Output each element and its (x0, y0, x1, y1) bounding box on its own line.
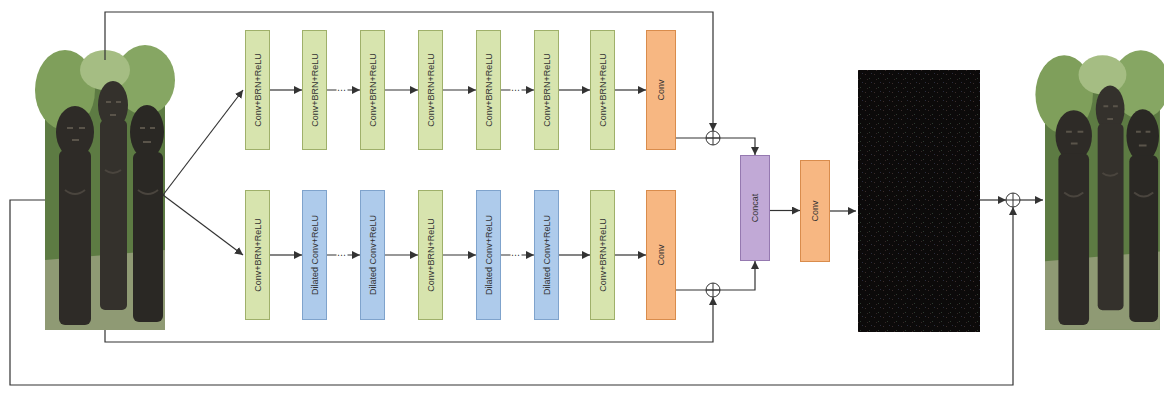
dilated-conv-block: Dilated Conv+ReLU (476, 190, 501, 320)
block-label: Conv+BRN+ReLU (425, 53, 436, 127)
output-arrow (1020, 199, 1043, 200)
arrow-connector (676, 138, 755, 155)
block-label: Dilated Conv+ReLU (367, 215, 378, 295)
conv-layer: Conv (800, 160, 830, 262)
dilated-conv-block: Dilated Conv+ReLU (360, 190, 385, 320)
edge-label: ⋯ (336, 250, 347, 260)
block-label: Conv+BRN+ReLU (597, 53, 608, 127)
arrow-connector (770, 210, 800, 211)
output-arrow (830, 210, 856, 211)
arrow-connector (559, 254, 590, 255)
arrow-connector (270, 89, 302, 90)
conv-bn-relu-block: Conv+BRN+ReLU (590, 30, 615, 150)
sum-symbol (1006, 193, 1020, 207)
edge-label: ⋯ (510, 250, 521, 260)
arrow-connector (443, 89, 476, 90)
sum-symbol (1006, 193, 1020, 207)
block-label: Conv (656, 244, 667, 265)
block-label: Conv+BRN+ReLU (541, 53, 552, 127)
skip-lines (10, 12, 1043, 385)
skip-line (105, 12, 713, 131)
block-label: Conv+BRN+ReLU (252, 53, 263, 127)
conv-bn-relu-block: Conv+BRN+ReLU (360, 30, 385, 150)
arrow-connector (385, 254, 418, 255)
block-label: Conv+BRN+ReLU (309, 53, 320, 127)
sum-symbols (706, 131, 1020, 297)
conv-layer: Conv (646, 30, 676, 150)
conv-bn-relu-block: Conv+BRN+ReLU (590, 190, 615, 320)
edge-label: ⋯ (336, 85, 347, 95)
edge-label: ⋯ (510, 85, 521, 95)
conv-layer: Conv (646, 190, 676, 320)
concat-block: Concat (740, 155, 770, 261)
arrow-connector (270, 254, 302, 255)
arrow-connector (615, 89, 646, 90)
block-label: Conv+BRN+ReLU (425, 218, 436, 292)
input-image (35, 45, 175, 330)
conv-bn-relu-block: Conv+BRN+ReLU (418, 190, 443, 320)
conv-bn-relu-block: Conv+BRN+ReLU (245, 190, 270, 320)
block-label: Dilated Conv+ReLU (541, 215, 552, 295)
input-arrow (163, 90, 243, 195)
residual-noise-image (858, 70, 980, 332)
block-label: Dilated Conv+ReLU (309, 215, 320, 295)
conv-bn-relu-block: Conv+BRN+ReLU (476, 30, 501, 150)
input-arrow (163, 195, 243, 255)
dilated-conv-block: Dilated Conv+ReLU (302, 190, 327, 320)
conv-bn-relu-block: Conv+BRN+ReLU (418, 30, 443, 150)
global-skip-line (10, 200, 1013, 385)
output-arrow (980, 199, 1006, 200)
dilated-conv-block: Dilated Conv+ReLU (534, 190, 559, 320)
block-label: Conv (810, 200, 821, 221)
arrow-connector (559, 89, 590, 90)
arrow-connector (443, 254, 476, 255)
block-label: Conv (656, 79, 667, 100)
skip-line (105, 297, 713, 342)
output-image (1035, 50, 1164, 330)
arrow-connector (385, 89, 418, 90)
conv-bn-relu-block: Conv+BRN+ReLU (245, 30, 270, 150)
conv-bn-relu-block: Conv+BRN+ReLU (302, 30, 327, 150)
block-label: Concat (750, 194, 761, 223)
block-label: Conv+BRN+ReLU (597, 218, 608, 292)
arrow-connector (676, 261, 755, 290)
block-label: Conv+BRN+ReLU (367, 53, 378, 127)
arrow-connector (615, 254, 646, 255)
block-label: Conv+BRN+ReLU (252, 218, 263, 292)
conv-bn-relu-block: Conv+BRN+ReLU (534, 30, 559, 150)
block-label: Conv+BRN+ReLU (483, 53, 494, 127)
block-label: Dilated Conv+ReLU (483, 215, 494, 295)
